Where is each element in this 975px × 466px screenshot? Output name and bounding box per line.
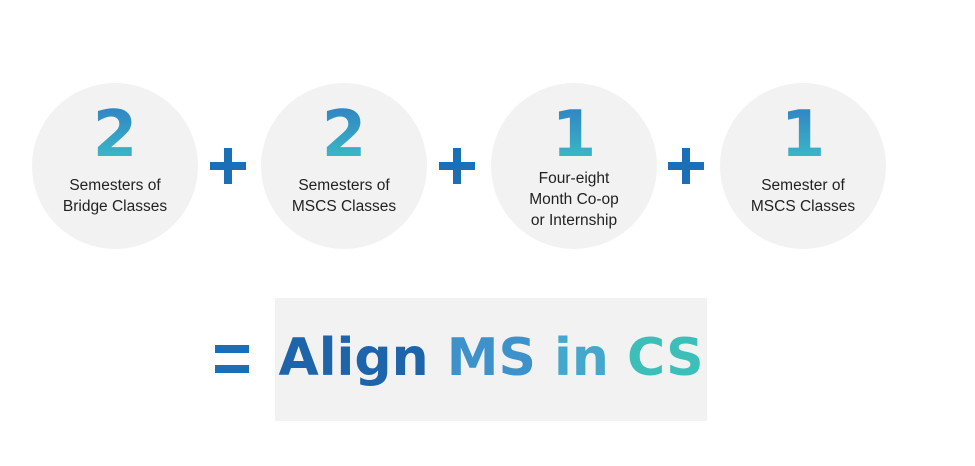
step-circle-3: 1 Four-eight Month Co-op or Internship: [491, 83, 657, 249]
result-word-align: Align: [278, 328, 429, 388]
result-box: Align MS in CS: [275, 298, 707, 421]
step-1-number: 2: [32, 101, 198, 169]
step-circle-1: 2 Semesters of Bridge Classes: [32, 83, 198, 249]
plus-icon: [668, 148, 704, 184]
equals-icon: [215, 345, 249, 373]
plus-icon: [439, 148, 475, 184]
step-4-caption: Semester of MSCS Classes: [750, 177, 856, 215]
step-circle-4: 1 Semester of MSCS Classes: [720, 83, 886, 249]
result-word-ms: MS: [446, 328, 536, 388]
result-word-in: in: [554, 328, 609, 388]
step-3-caption: Four-eight Month Co-op or Internship: [529, 170, 619, 229]
step-2-number: 2: [261, 101, 427, 169]
step-3-number: 1: [491, 101, 657, 169]
step-circle-2: 2 Semesters of MSCS Classes: [261, 83, 427, 249]
step-2-caption: Semesters of MSCS Classes: [291, 177, 397, 215]
step-4-number: 1: [720, 101, 886, 169]
program-title: Align MS in CS: [275, 326, 707, 390]
step-1-caption: Semesters of Bridge Classes: [62, 177, 168, 215]
result-word-cs: CS: [626, 328, 704, 388]
plus-icon: [210, 148, 246, 184]
